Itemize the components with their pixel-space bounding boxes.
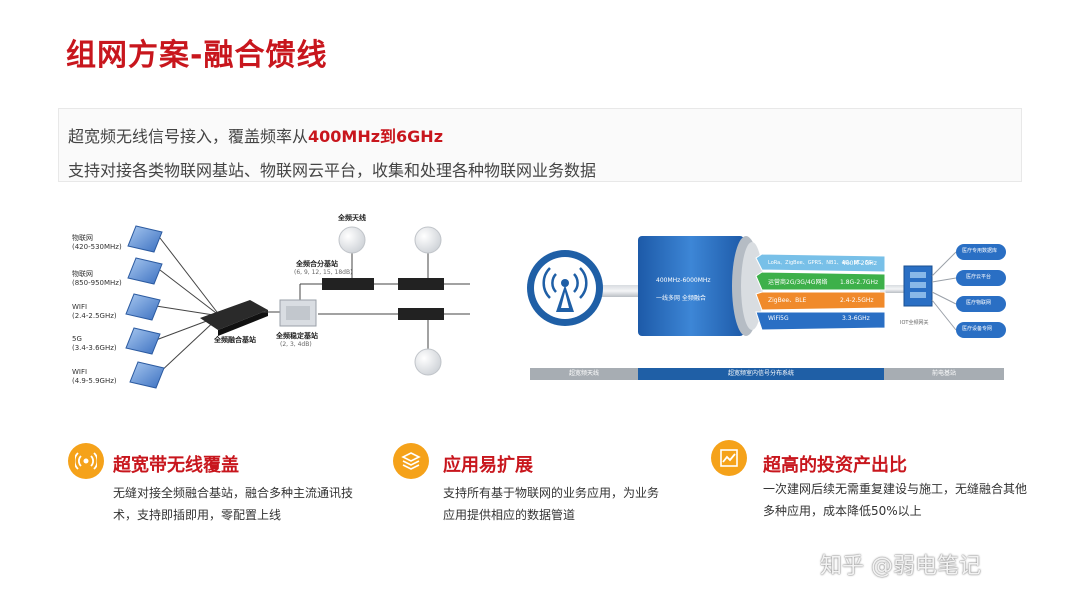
iot-device-1: [127, 225, 163, 253]
wifi-device-2: [129, 361, 165, 389]
band-4-name: WiFi5G: [768, 315, 789, 322]
5g-device: [125, 327, 161, 355]
antenna-3: [414, 348, 442, 376]
band-1-freq: 400M-2GHz: [842, 260, 877, 267]
bottom-bar-seg-3: [884, 368, 1004, 380]
cable-text-1: 400MHz-6000MHz: [656, 277, 711, 284]
page-title: 组网方案-融合馈线: [66, 38, 328, 73]
fusion-base-station-shape: [200, 300, 268, 336]
band-2-name: 运营商2G/3G/4G网络: [768, 279, 828, 286]
antenna-label: 全频天线: [338, 214, 366, 222]
watermark: 知乎 @弱电笔记: [820, 554, 981, 579]
bottom-bar-seg-2: [638, 368, 884, 380]
intro-line-1: 超宽频无线信号接入，覆盖频率从400MHz到6GHz: [68, 123, 443, 147]
splitter-sub: (6, 9, 12, 15, 18dB): [294, 269, 353, 276]
feature-3-desc: 一次建网后续无需重复建设与施工，无缝融合其他多种应用，成本降低50%以上: [763, 482, 1028, 518]
band-fans: [755, 253, 886, 331]
output-1-label: 医疗专用数据库: [962, 248, 998, 254]
wifi-antenna-icon: [527, 250, 603, 326]
stable-base-sub: (2, 3, 4dB): [280, 341, 312, 348]
intro-line-2: 支持对接各类物联网基站、物联网云平台，收集和处理各种物联网业务数据: [68, 161, 597, 180]
stable-base-shape: [279, 299, 317, 327]
cable-end: [732, 236, 760, 336]
feature-1-desc: 无缝对接全频融合基站，融合多种主流通讯技术，支持即插即用，零配置上线: [113, 486, 354, 522]
band-2-freq: 1.8G-2.7GHz: [840, 279, 879, 286]
device-2-band: (850-950MHz): [72, 279, 122, 287]
pipe-right: [880, 285, 910, 293]
cable-cylinder: [638, 236, 744, 336]
bottom-bar-seg-1: [530, 368, 638, 380]
pipe-left: [600, 285, 650, 297]
output-pill-2: [956, 270, 1006, 286]
feature-1-title: 超宽带无线覆盖: [113, 455, 239, 476]
antenna-1: [338, 226, 366, 254]
device-1-band: (420-530MHz): [72, 243, 122, 251]
feature-2-desc: 支持所有基于物联网的业务应用，为业务应用提供相应的数据管道: [443, 486, 660, 522]
chart-icon: [711, 440, 747, 476]
signal-icon: [68, 443, 104, 479]
splitter-box-3: [398, 308, 444, 320]
hub-label: IOT全频网关: [900, 320, 929, 326]
output-links: [931, 251, 957, 331]
antenna-2: [414, 226, 442, 254]
device-1-name: 物联网: [72, 234, 93, 242]
feature-2-title: 应用易扩展: [443, 455, 533, 476]
bottom-bar-label-1: 超宽频天线: [568, 370, 599, 377]
feature-3-title: 超高的投资产出比: [763, 455, 907, 476]
cable-text-2: 一线多网 全频融合: [656, 295, 706, 302]
output-4-label: 医疗设备专网: [962, 326, 993, 332]
fusion-base-station-label: 全频融合基站: [214, 336, 256, 344]
frequency-highlight: 400MHz到6GHz: [308, 127, 444, 146]
bottom-bar-label-2: 超宽频室内信号分布系统: [727, 370, 794, 377]
splitter-label: 全频合分基站: [296, 260, 338, 268]
device-5-band: (4.9-5.9GHz): [72, 377, 117, 385]
band-3-name: ZigBee、BLE: [768, 297, 807, 304]
backbone-links: [262, 252, 470, 350]
device-3-band: (2.4-2.5GHz): [72, 312, 117, 320]
band-4-freq: 3.3-6GHz: [842, 315, 870, 322]
layers-icon: [393, 443, 429, 479]
stable-base-label: 全频稳定基站: [276, 332, 318, 340]
device-4-band: (3.4-3.6GHz): [72, 344, 117, 352]
output-3-label: 医疗物联网: [966, 300, 992, 306]
device-5-name: WIFI: [72, 368, 88, 376]
wifi-device-1: [125, 293, 161, 321]
output-pill-4: [956, 322, 1006, 338]
iot-device-2: [127, 257, 163, 285]
device-3-name: WIFI: [72, 303, 88, 311]
band-3-freq: 2.4-2.5GHz: [840, 297, 874, 304]
iot-gateway-hub: [903, 265, 933, 307]
output-pill-1: [956, 244, 1006, 260]
output-2-label: 医疗云平台: [966, 274, 992, 280]
intro-line-1-prefix: 超宽频无线信号接入，覆盖频率从: [68, 127, 309, 146]
intro-box: 超宽频无线信号接入，覆盖频率从400MHz到6GHz 支持对接各类物联网基站、物…: [58, 108, 1022, 182]
device-links: [155, 237, 221, 375]
output-pill-3: [956, 296, 1006, 312]
bottom-bar-label-3: 前电基站: [931, 370, 956, 377]
splitter-box-1: [322, 278, 374, 290]
device-2-name: 物联网: [72, 270, 93, 278]
band-1-name: LoRa、ZigBee、GPRS、NB1、4G、BT、5G: [768, 260, 873, 266]
device-4-name: 5G: [72, 335, 82, 343]
splitter-box-2: [398, 278, 444, 290]
